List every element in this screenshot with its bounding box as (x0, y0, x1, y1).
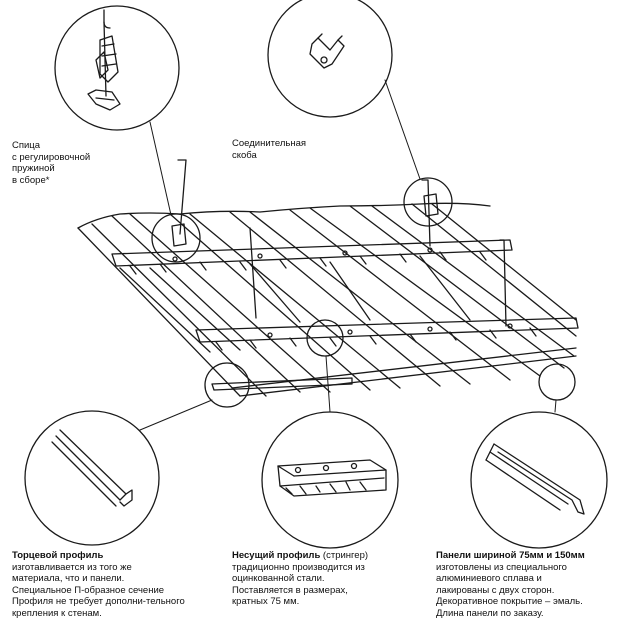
end-profile-title: Торцевой профиль (12, 550, 104, 561)
stringer-title-bold: Несущий профиль (232, 550, 321, 561)
stringer-text-line: Поставляется в размерах, (232, 584, 348, 596)
hanging-spokes (171, 159, 507, 327)
end-profile-caption: Торцевой профиль изготавливается из того… (12, 550, 185, 619)
end-profile-text-line: Профиля не требует дополни-тельного (12, 596, 185, 607)
spoke-label-line: с регулировочной (12, 151, 91, 163)
detail-circle-end (204, 362, 250, 408)
panels-title: Панели шириной 75мм и 150мм (436, 550, 585, 561)
end-profile-rail (211, 377, 353, 391)
end-profile-text-line: Специальное П-образное сечение (12, 584, 165, 596)
bracket-label: Соединительная скоба (232, 138, 306, 161)
leader-lines (139, 79, 557, 431)
bracket-label-line: скоба (232, 149, 257, 161)
stringer-detail-drawing (277, 459, 387, 497)
upper-stringer-teeth (129, 251, 487, 275)
stringer-text-line: оцинкованной стали. (232, 573, 325, 584)
panels-text-line: Декоративное покрытие – эмаль. (436, 596, 583, 607)
panels-text-line: алюминиевого сплава и (436, 573, 542, 584)
zoom-circle-stringer (261, 411, 399, 549)
panels-text-line: изготовлены из специального (436, 561, 567, 573)
spoke-detail-drawing (87, 9, 121, 111)
end-profile-text-line: крепления к стенам. (12, 607, 102, 619)
spoke-label: Спица с регулировочной пружиной в сборе* (12, 140, 90, 186)
panels-text-line: Длина панели по заказу. (436, 607, 544, 619)
end-profile-text-line: материала, что и панели. (12, 573, 125, 584)
stringer-caption: Несущий профиль (стрингер) традиционно п… (232, 550, 368, 608)
zoom-circle-bracket (267, 0, 393, 118)
spoke-label-line: Спица (12, 140, 41, 151)
stringer-title: Несущий профиль (стрингер) (232, 550, 368, 562)
spoke-label-line: в сборе* (12, 174, 50, 186)
bracket-label-line: Соединительная (232, 138, 307, 149)
lower-stringer-teeth (215, 327, 537, 351)
end-profile-text-line: изготавливается из того же (12, 561, 132, 573)
detail-circle-panel (538, 363, 576, 401)
panels-detail-drawing (485, 443, 585, 515)
stringer-title-rest: (стрингер) (320, 550, 369, 561)
zoom-circle-spoke (54, 5, 180, 131)
end-profile-detail-drawing (51, 429, 133, 507)
zoom-circle-end-profile (24, 410, 160, 546)
stringer-text-line: кратных 75 мм. (232, 596, 300, 607)
zoom-circle-panels (470, 411, 608, 549)
panels-text-line: лакированы с двух сторон. (436, 584, 555, 596)
spoke-label-line: пружиной (12, 163, 55, 174)
detail-circle-bracket (403, 177, 453, 227)
ceiling-drawing (77, 159, 579, 397)
bracket-detail-drawing (309, 33, 345, 69)
panels-caption: Панели шириной 75мм и 150мм изготовлены … (436, 550, 585, 619)
stringer-text-line: традиционно производится из (232, 561, 365, 573)
